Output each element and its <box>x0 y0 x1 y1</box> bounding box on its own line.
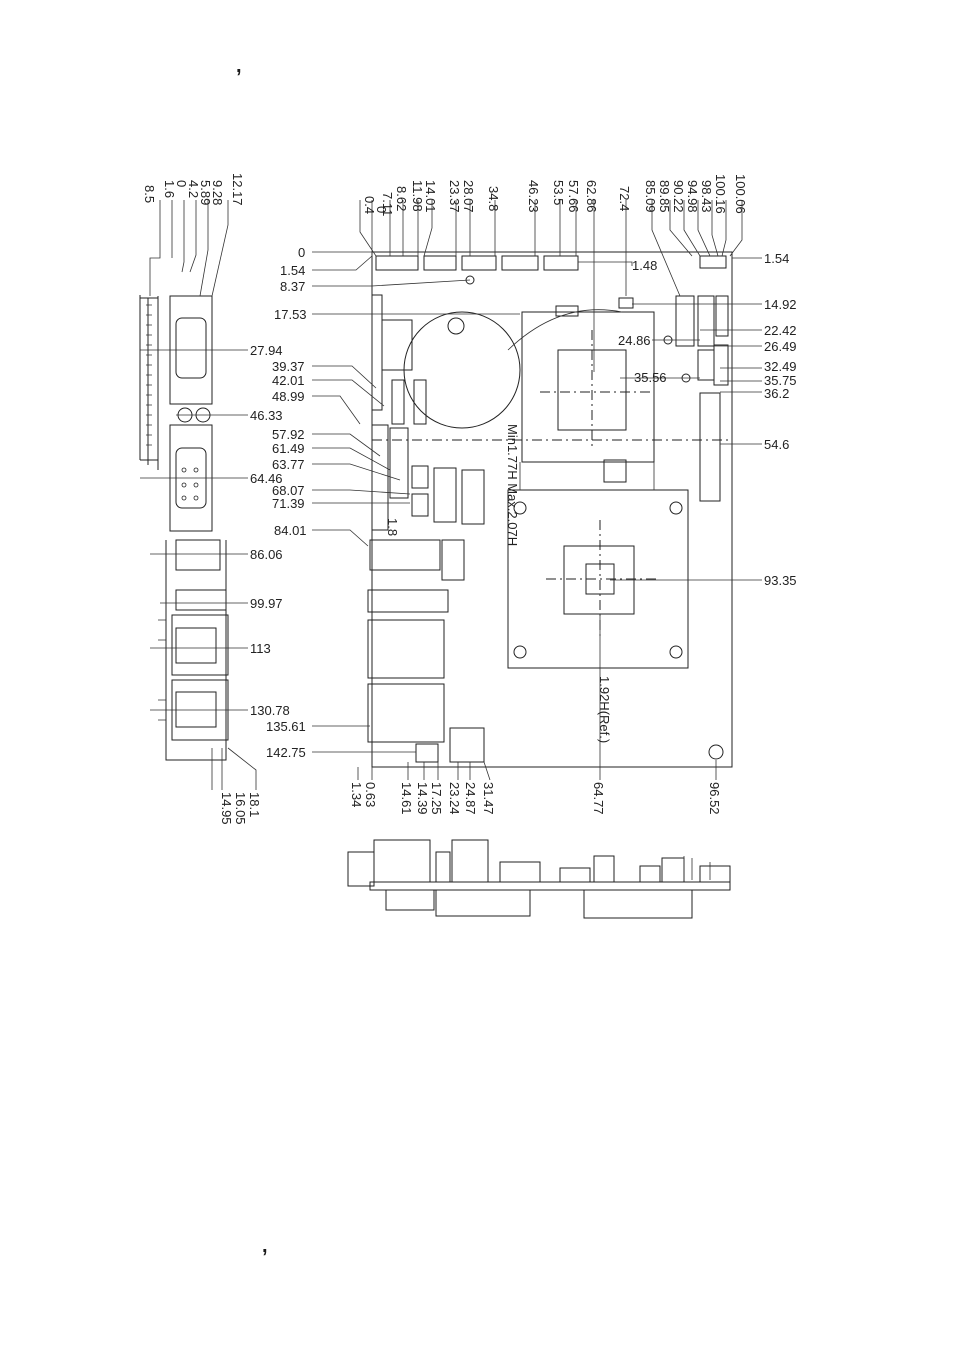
dim-label: 100.16 <box>713 174 728 214</box>
dim-label: 1.48 <box>632 258 657 273</box>
dim-label: 100.06 <box>733 174 748 214</box>
dim-label: 1.6 <box>162 180 177 198</box>
dim-label: 42.01 <box>272 373 305 388</box>
top-view <box>367 251 733 768</box>
dim-label: 113 <box>250 641 271 656</box>
dim-label: 89.85 <box>657 180 672 213</box>
top-mark: , <box>236 55 242 77</box>
dim-label: 7.11 <box>380 192 395 216</box>
top-view-top-dims: 0.4 0 7.11 8.62 11.98 14.01 23.37 28.07 … <box>362 174 748 216</box>
bottom-mark: , <box>262 1235 268 1257</box>
dim-label: 8.62 <box>394 186 409 211</box>
dim-label: 61.49 <box>272 441 305 456</box>
dim-label: 0.63 <box>363 782 378 807</box>
top-view-bottom-dims: 1.34 0.63 14.61 14.39 17.25 23.24 24.87 … <box>349 782 722 815</box>
dim-label: 14.61 <box>399 782 414 815</box>
dim-label: 135.61 <box>266 719 306 734</box>
side-view-bottom-dims: 18.1 16.05 14.95 <box>219 792 262 825</box>
dim-label: 96.52 <box>707 782 722 815</box>
dim-label: 98.43 <box>699 180 714 213</box>
dim-label: 48.99 <box>272 389 305 404</box>
dim-label: 1.34 <box>349 782 364 807</box>
dim-label: 14.01 <box>423 180 438 213</box>
dim-label: 34.8 <box>486 186 501 211</box>
dim-label: 57.66 <box>566 180 581 213</box>
dim-label: 84.01 <box>274 523 307 538</box>
dim-label: 22.42 <box>764 323 797 338</box>
dim-label: 68.07 <box>272 483 305 498</box>
dim-label: 14.95 <box>219 792 234 825</box>
top-view-right-dims: 1.54 1.48 14.92 22.42 24.86 26.49 32.49 … <box>618 251 797 588</box>
side-view-right-dims: 27.94 46.33 64.46 86.06 99.97 113 130.78 <box>250 343 290 718</box>
dim-label: 90.22 <box>671 180 686 213</box>
dim-label: 1.54 <box>280 263 305 278</box>
ref-height-note: 1.92H(Ref.) <box>597 676 612 743</box>
dim-label: 1.54 <box>764 251 789 266</box>
height-note: Min1.77H Max.2.07H <box>505 424 520 546</box>
dim-label: 18.1 <box>247 792 262 817</box>
dim-label: 14.92 <box>764 297 797 312</box>
front-elevation <box>347 839 731 919</box>
dim-label: 17.25 <box>429 782 444 815</box>
dim-label: 24.86 <box>618 333 651 348</box>
dim-label: 64.46 <box>250 471 283 486</box>
dim-label: 53.5 <box>551 180 566 205</box>
dim-label: 130.78 <box>250 703 290 718</box>
top-view-leaders <box>312 200 762 781</box>
dim-label: 72.4 <box>617 186 632 211</box>
dim-label: 23.24 <box>447 782 462 815</box>
dim-label: 12.17 <box>230 173 245 206</box>
dim-label: 14.39 <box>415 782 430 815</box>
dim-label: 31.47 <box>481 782 496 815</box>
dim-label: 0 <box>374 206 389 213</box>
dim-label: 9.28 <box>210 180 225 205</box>
dim-label: 5.89 <box>198 180 213 205</box>
top-view-left-dims: 0 1.54 8.37 17.53 39.37 42.01 48.99 57.9… <box>266 245 307 760</box>
dim-label: 35.56 <box>634 370 667 385</box>
dim-label: 71.39 <box>272 496 305 511</box>
dim-label: 16.05 <box>233 792 248 825</box>
dim-label: 8.5 <box>142 185 157 203</box>
dim-label: 99.97 <box>250 596 283 611</box>
dim-label: 35.75 <box>764 373 797 388</box>
dim-label: 23.37 <box>447 180 462 213</box>
dim-label: 0 <box>298 245 305 260</box>
dim-label: 4.2 <box>186 180 201 198</box>
dim-label: 27.94 <box>250 343 283 358</box>
dim-label: 32.49 <box>764 359 797 374</box>
dim-label: 93.35 <box>764 573 797 588</box>
dim-label: 46.23 <box>526 180 541 213</box>
dim-label: 57.92 <box>272 427 305 442</box>
dim-label: 26.49 <box>764 339 797 354</box>
side-view <box>139 200 257 790</box>
dim-label: 62.86 <box>584 180 599 213</box>
dim-label: 28.07 <box>461 180 476 213</box>
dim-label: 24.87 <box>463 782 478 815</box>
side-view-top-dims: 12.17 9.28 5.89 4.2 0 1.6 8.5 <box>142 173 245 206</box>
dim-label: 0.4 <box>362 196 377 214</box>
dim-label: 86.06 <box>250 547 283 562</box>
dim-label: 63.77 <box>272 457 305 472</box>
dim-label: 8.37 <box>280 279 305 294</box>
dim-label: 64.77 <box>591 782 606 815</box>
dim-label: 39.37 <box>272 359 305 374</box>
dim-label: 94.98 <box>685 180 700 213</box>
small-dim-note: 1.8 <box>385 518 400 536</box>
dim-label: 85.09 <box>643 180 658 213</box>
dim-label: 36.2 <box>764 386 789 401</box>
dim-label: 54.6 <box>764 437 789 452</box>
dim-label: 0 <box>174 180 189 187</box>
dim-label: 11.98 <box>410 180 425 212</box>
dim-label: 46.33 <box>250 408 283 423</box>
dim-label: 17.53 <box>274 307 307 322</box>
dim-label: 142.75 <box>266 745 306 760</box>
